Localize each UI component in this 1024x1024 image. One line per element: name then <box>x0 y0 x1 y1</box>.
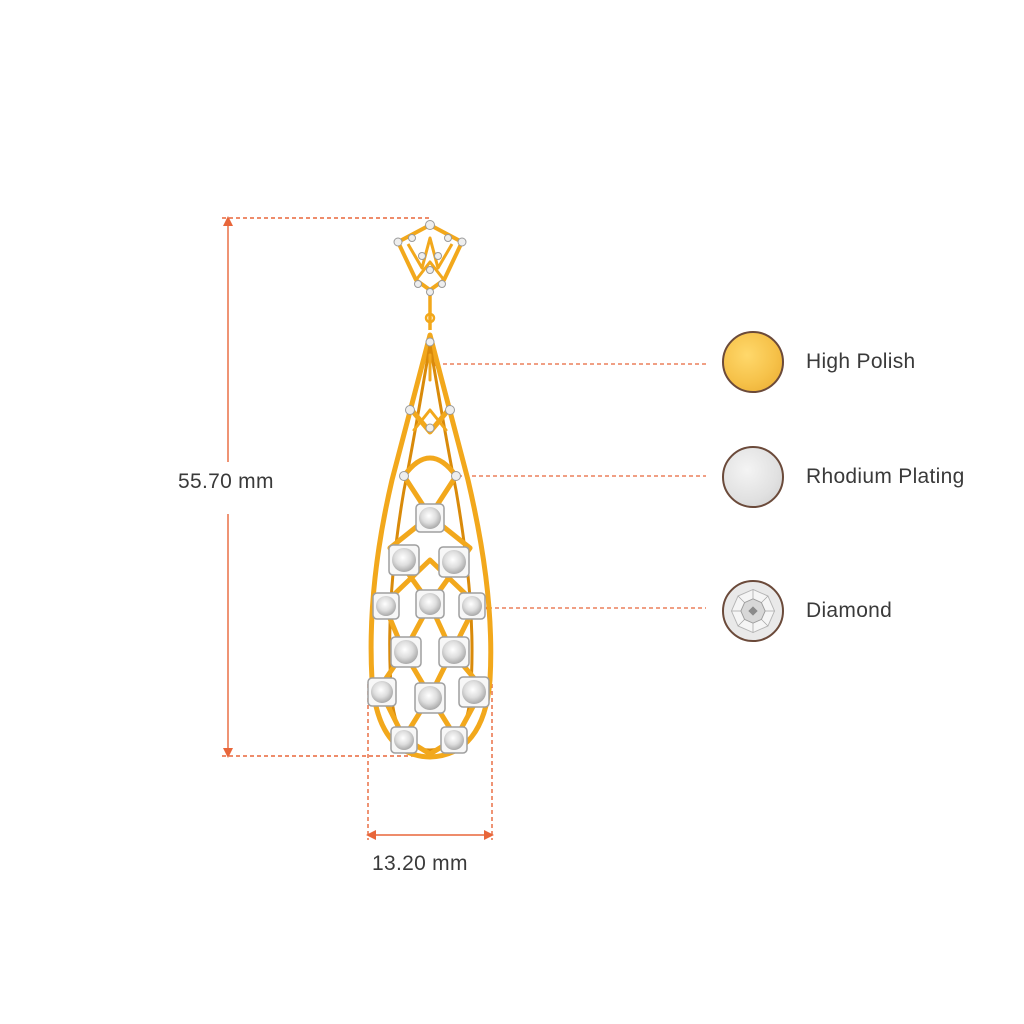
diamond-stone <box>440 726 468 754</box>
earring-top-kite <box>396 223 464 330</box>
diamond-stone <box>372 592 400 620</box>
height-dimension-label: 55.70 mm <box>172 466 280 498</box>
legend-label: Rhodium Plating <box>806 465 965 488</box>
gold-swatch-icon <box>722 331 784 393</box>
frame-beads <box>399 337 461 481</box>
legend-item-high-polish: High Polish <box>722 327 916 397</box>
legend-leader-lines <box>436 363 706 609</box>
legend-label: Diamond <box>806 599 893 622</box>
diamond-stone <box>415 503 445 533</box>
diamond-stone <box>438 636 470 668</box>
diamond-stone <box>367 677 397 707</box>
legend-item-diamond: Diamond <box>722 576 892 646</box>
diamond-stone <box>388 544 420 576</box>
width-dimension-label: 13.20 mm <box>372 852 468 876</box>
width-dimension-line <box>366 684 494 840</box>
legend-label: High Polish <box>806 350 916 373</box>
rhodium-swatch-icon <box>722 446 784 508</box>
diamond-stone <box>415 589 445 619</box>
diamond-stone <box>390 636 422 668</box>
diamond-stone <box>390 726 418 754</box>
diamond-stones <box>367 503 490 754</box>
diamond-stone <box>458 592 486 620</box>
diamond-stone <box>458 676 490 708</box>
diamond-stone <box>438 546 470 578</box>
legend-item-rhodium-plating: Rhodium Plating <box>722 442 965 512</box>
height-dimension-line <box>222 216 430 758</box>
kite-beads <box>393 220 467 296</box>
diamond-stone <box>414 682 446 714</box>
diamond-swatch-icon <box>722 580 784 642</box>
